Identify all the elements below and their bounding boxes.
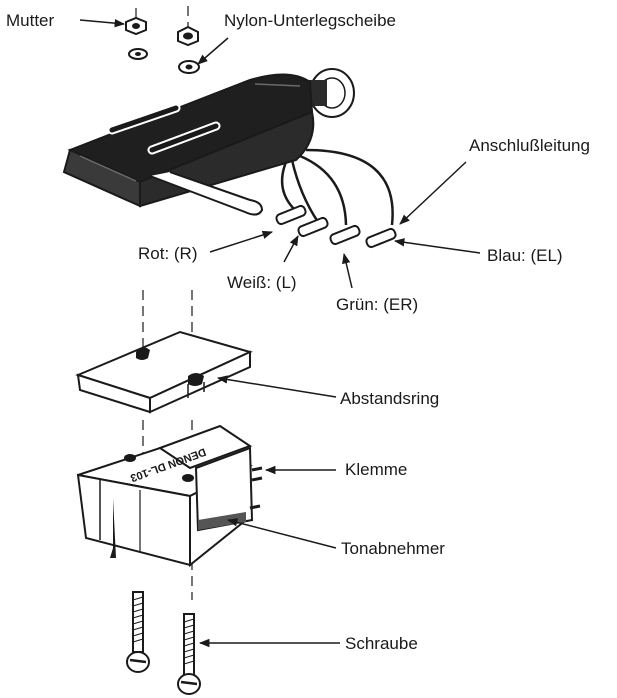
label-nylon-unterlegscheibe: Nylon-Unterlegscheibe [224,11,396,30]
washer-left [128,48,148,60]
wire-tip-green [329,224,361,246]
leader-anschluss [399,161,467,225]
leader-abstandsring [216,375,337,398]
label-blau: Blau: (EL) [487,246,563,265]
wire-tip-blue [365,227,397,249]
label-abstandsring: Abstandsring [340,389,440,408]
leader-rot [209,230,273,253]
label-anschlussleitung: Anschlußleitung [469,136,590,155]
washer-right [178,60,200,74]
spacer-plate [75,330,253,414]
label-weiss: Weiß: (L) [227,273,297,292]
label-tonabnehmer: Tonabnehmer [341,539,445,558]
label-schraube: Schraube [345,634,418,653]
leader-mutter [79,18,126,28]
leader-nylon [197,37,229,65]
nut-right [177,25,199,47]
leader-blau [393,238,481,254]
screw-right [177,613,201,695]
label-mutter: Mutter [6,11,55,30]
label-klemme: Klemme [345,460,408,479]
leader-lines [79,18,481,648]
leader-tonabnehmer [226,518,337,549]
screw-left [126,591,150,673]
wire-tip-red [275,204,307,226]
label-rot: Rot: (R) [138,244,198,263]
lead-wires [280,148,394,226]
wire-tip-white [297,216,329,238]
label-gruen: Grün: (ER) [336,295,419,314]
leader-gruen [342,252,353,289]
leader-weiss [283,235,299,263]
nut-left [125,16,147,36]
headshell [62,68,355,216]
